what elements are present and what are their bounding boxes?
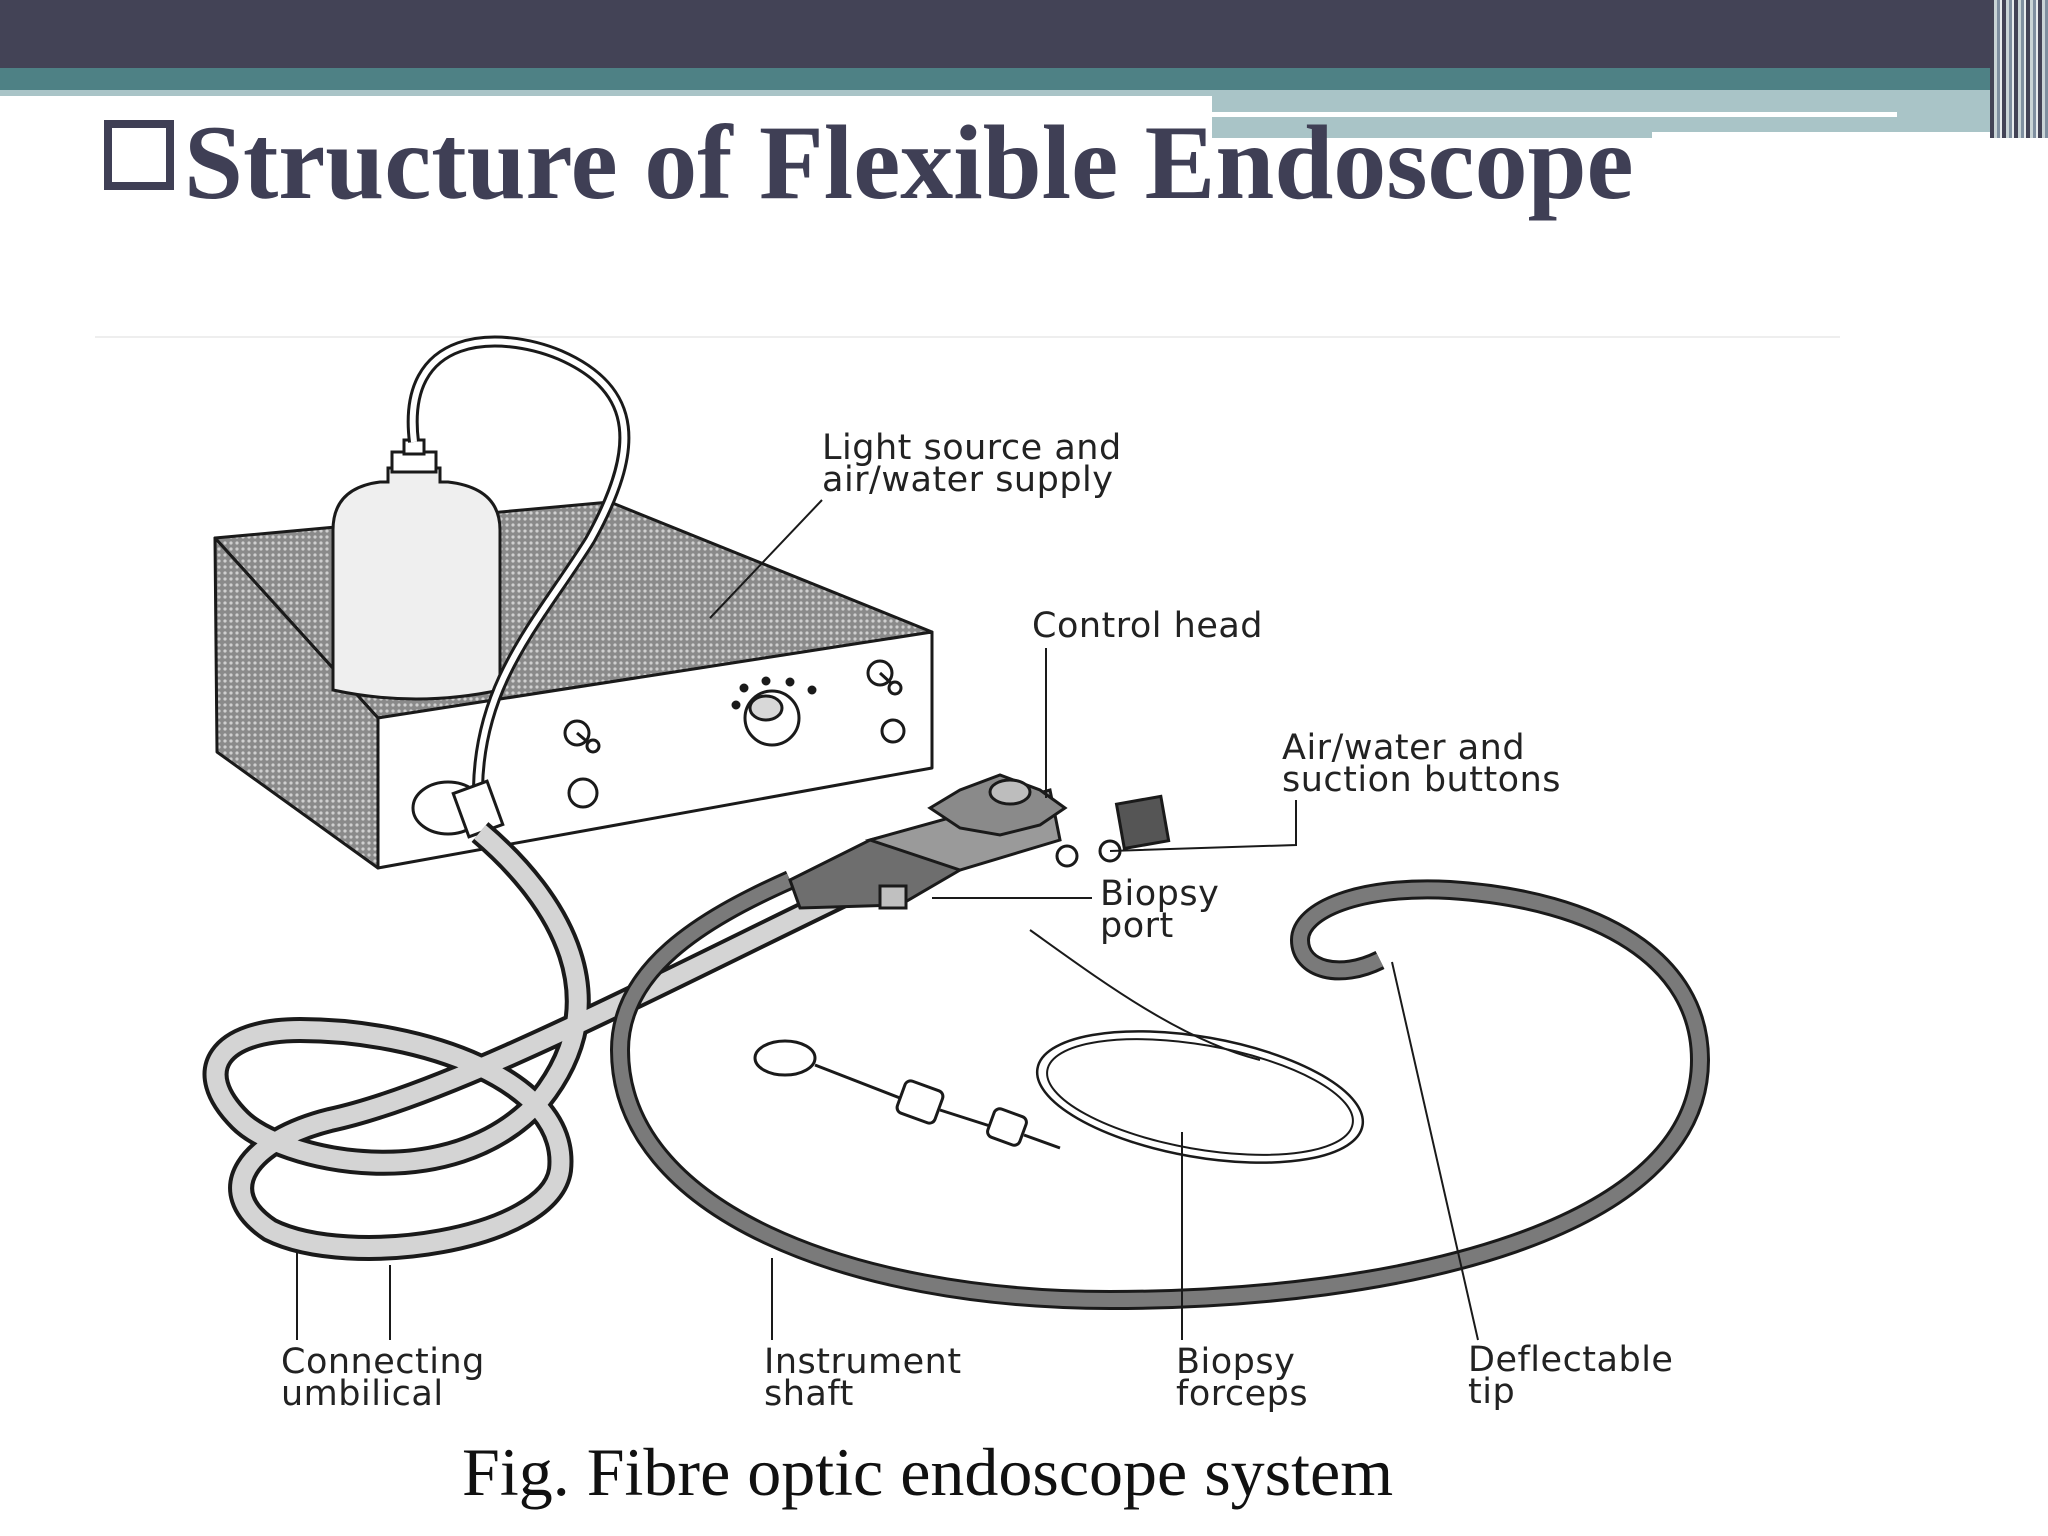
figure-caption: Fig. Fibre optic endoscope system: [462, 1434, 1394, 1510]
slide-title: Structure of Flexible Endoscope: [104, 110, 1634, 216]
biopsy-forceps: [753, 929, 1365, 1164]
control-knobs: [563, 659, 906, 809]
checkbox-bullet-icon: [104, 120, 174, 190]
label-tip: Deflectable tip: [1468, 1340, 1674, 1412]
header-accent-band-light: [0, 90, 1212, 96]
label-shaft: Instrument shaft: [764, 1342, 962, 1414]
umbilical-connector: [411, 779, 505, 839]
header-accent-band: [0, 68, 1995, 90]
water-bottle: [331, 438, 502, 701]
label-umbilical: Connecting umbilical: [281, 1342, 485, 1414]
instrument-shaft: [609, 870, 1711, 1311]
header-edge-stripes: [1990, 0, 2048, 138]
header-accent-block: [1212, 90, 1995, 138]
label-control-head: Control head: [1032, 606, 1264, 646]
control-head: [788, 773, 1171, 910]
label-light-source: Light source and air/water supply: [822, 428, 1122, 500]
connecting-umbilical: [202, 818, 986, 1261]
label-biopsy-port: Biopsy port: [1100, 874, 1220, 946]
label-leader-lines: [296, 499, 1479, 1341]
label-forceps: Biopsy forceps: [1176, 1342, 1309, 1414]
header-bar: [0, 0, 2048, 68]
label-buttons: Air/water and suction buttons: [1282, 728, 1562, 800]
